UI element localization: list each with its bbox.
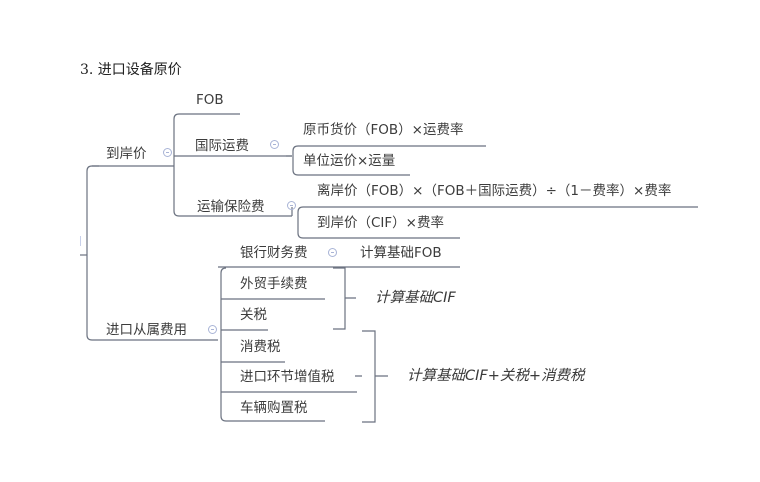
node-consumption-tax[interactable]: 消费税 bbox=[240, 339, 281, 355]
node-landed-price[interactable]: 到岸价 bbox=[106, 146, 147, 162]
collapse-icon[interactable] bbox=[328, 248, 337, 257]
landed-price-branch-lower bbox=[173, 166, 292, 217]
node-insurance[interactable]: 运输保险费 bbox=[197, 199, 265, 215]
group-note-cif-tax[interactable]: 计算基础CIF+关税+消费税 bbox=[407, 368, 585, 384]
landed-price-branch bbox=[173, 113, 240, 166]
formula-insurance-1[interactable]: 离岸价（FOB）×（FOB＋国际运费）÷（1－费率）×费率 bbox=[317, 183, 672, 199]
import-fees-bracket bbox=[220, 267, 357, 422]
group1-bracket bbox=[333, 267, 356, 330]
formula-intl-freight-1[interactable]: 原币货价（FOB）×运费率 bbox=[303, 122, 464, 138]
node-trade-fee[interactable]: 外贸手续费 bbox=[240, 276, 308, 292]
intl-freight-bracket bbox=[292, 145, 486, 176]
node-fob[interactable]: FOB bbox=[196, 92, 224, 108]
collapse-icon[interactable] bbox=[208, 325, 217, 334]
expand-handle-icon[interactable] bbox=[77, 236, 81, 246]
collapse-icon[interactable] bbox=[270, 140, 279, 149]
section-heading: 3. 进口设备原价 bbox=[80, 62, 182, 78]
node-tariff[interactable]: 关税 bbox=[240, 307, 267, 323]
root-trunk bbox=[86, 165, 218, 341]
node-bank-fee[interactable]: 银行财务费 bbox=[240, 245, 308, 261]
collapse-icon[interactable] bbox=[163, 148, 172, 157]
insurance-bracket bbox=[297, 206, 698, 239]
node-import-fees[interactable]: 进口从属费用 bbox=[106, 322, 187, 338]
collapse-icon[interactable] bbox=[287, 201, 296, 210]
node-vehicle-tax[interactable]: 车辆购置税 bbox=[240, 400, 308, 416]
group-note-cif[interactable]: 计算基础CIF bbox=[375, 290, 456, 306]
formula-insurance-2[interactable]: 到岸价（CIF）×费率 bbox=[317, 215, 444, 231]
node-import-vat[interactable]: 进口环节增值税 bbox=[240, 369, 335, 385]
formula-intl-freight-2[interactable]: 单位运价×运量 bbox=[303, 153, 396, 169]
node-intl-freight[interactable]: 国际运费 bbox=[195, 138, 249, 154]
node-bank-fee-basis[interactable]: 计算基础FOB bbox=[360, 245, 442, 261]
group2-bracket bbox=[355, 330, 388, 423]
